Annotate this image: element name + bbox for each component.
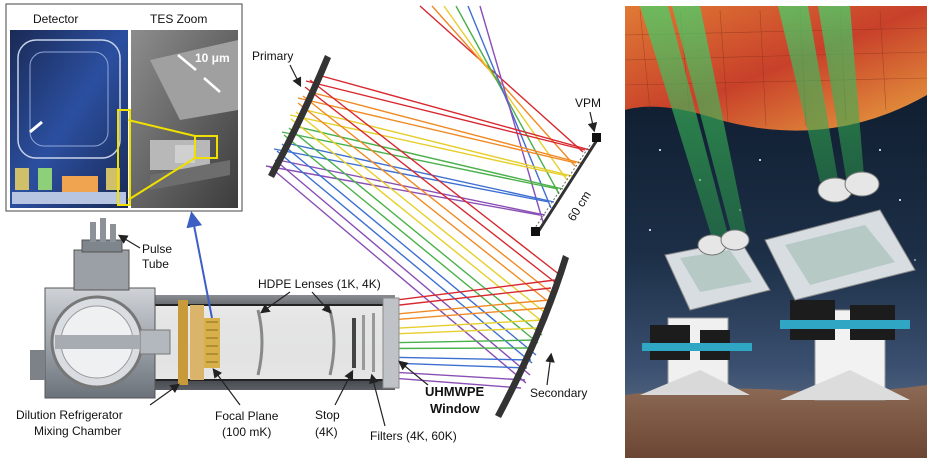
ray-sky-5 (479, 5, 544, 223)
ground (625, 385, 927, 458)
label-focal-2: (100 mK) (222, 425, 271, 439)
stop-arrow (334, 369, 354, 406)
primary-arrow (289, 64, 302, 88)
label-tes-zoom: TES Zoom (150, 12, 207, 26)
label-secondary: Secondary (530, 386, 587, 400)
label-window-1: UHMWPE (425, 384, 485, 399)
label-dilution-1: Dilution Refrigerator (16, 408, 123, 422)
filter-60k (372, 313, 375, 372)
ray-vpm-primary-1-0 (309, 91, 582, 164)
optical-rays-upper (265, 5, 591, 223)
label-tube: Tube (142, 257, 169, 271)
hdpe-arrow-2 (311, 291, 332, 314)
ray-vpm-primary-4-1 (273, 148, 550, 203)
ray-vpm-primary-2-1 (289, 114, 568, 177)
primary-mirror (268, 55, 331, 178)
ray-primary-secondary-5-1 (269, 166, 527, 384)
label-dilution-2: Mixing Chamber (34, 424, 121, 438)
label-filters: Filters (4K, 60K) (370, 429, 457, 443)
ray-primary-secondary-2-1 (290, 118, 545, 324)
ray-vpm-primary-0-0 (317, 74, 591, 151)
zoom-arrow (186, 211, 213, 319)
beam-2 (672, 6, 746, 236)
ray-primary-secondary-1-1 (297, 102, 551, 304)
uhmwpe-window (382, 297, 400, 389)
label-scale: 10 μm (195, 51, 230, 65)
label-stop-1: Stop (315, 408, 340, 422)
telescope-right (764, 171, 916, 401)
ray-primary-secondary-1-0 (302, 95, 555, 296)
ray-primary-secondary-0-0 (309, 79, 561, 276)
beam-3 (778, 6, 838, 182)
pulse-tube (73, 218, 130, 291)
window-arrow (398, 360, 429, 386)
label-vpm-size: 60 cm (565, 188, 594, 223)
label-window-2: Window (430, 401, 481, 416)
beam-1 (640, 6, 728, 238)
hdpe-arrow-1 (260, 291, 291, 314)
ray-primary-secondary-5-0 (274, 159, 531, 376)
lens-4k (328, 309, 336, 376)
label-pulse: Pulse (142, 242, 172, 256)
label-primary: Primary (252, 49, 293, 63)
label-stop-2: (4K) (315, 425, 338, 439)
pulse-arrow (117, 234, 141, 249)
ray-primary-secondary-2-0 (295, 111, 549, 316)
label-detector: Detector (33, 12, 78, 26)
ray-primary-secondary-0-1 (304, 86, 557, 284)
telescope-left (640, 229, 771, 395)
focal-plane (204, 318, 220, 368)
ray-vpm-primary-5-0 (277, 159, 546, 216)
lens-1k (256, 309, 264, 376)
ray-vpm-primary-3-1 (281, 131, 559, 190)
vpm (531, 133, 601, 236)
focal-arrow (212, 368, 241, 406)
ray-vpm-primary-5-1 (265, 165, 541, 216)
ray-primary-secondary-3-0 (288, 127, 543, 336)
ray-vpm-primary-3-0 (293, 125, 564, 190)
label-focal-1: Focal Plane (215, 409, 279, 423)
receiver-tube (150, 295, 395, 390)
ray-primary-secondary-4-0 (281, 143, 537, 356)
cryostat (30, 287, 171, 399)
filter-4k (362, 315, 365, 370)
ray-vpm-primary-0-1 (305, 80, 586, 151)
stop (352, 318, 356, 368)
tes-zoom-inset: 10 μm TES Zoom (117, 12, 238, 208)
dilution-arrow (149, 383, 180, 406)
beam-4 (818, 6, 864, 178)
label-vpm: VPM (575, 96, 601, 110)
telescope-render (625, 6, 927, 458)
ray-vpm-primary-4-0 (285, 142, 555, 203)
ray-primary-secondary-4-1 (276, 150, 533, 364)
ray-vpm-primary-1-1 (297, 97, 577, 164)
filters-arrow (369, 373, 386, 427)
ray-primary-secondary-3-1 (283, 134, 539, 344)
vpm-arrow (587, 111, 598, 133)
secondary-mirror (495, 255, 569, 418)
label-hdpe: HDPE Lenses (1K, 4K) (258, 277, 381, 291)
secondary-arrow (545, 352, 555, 386)
